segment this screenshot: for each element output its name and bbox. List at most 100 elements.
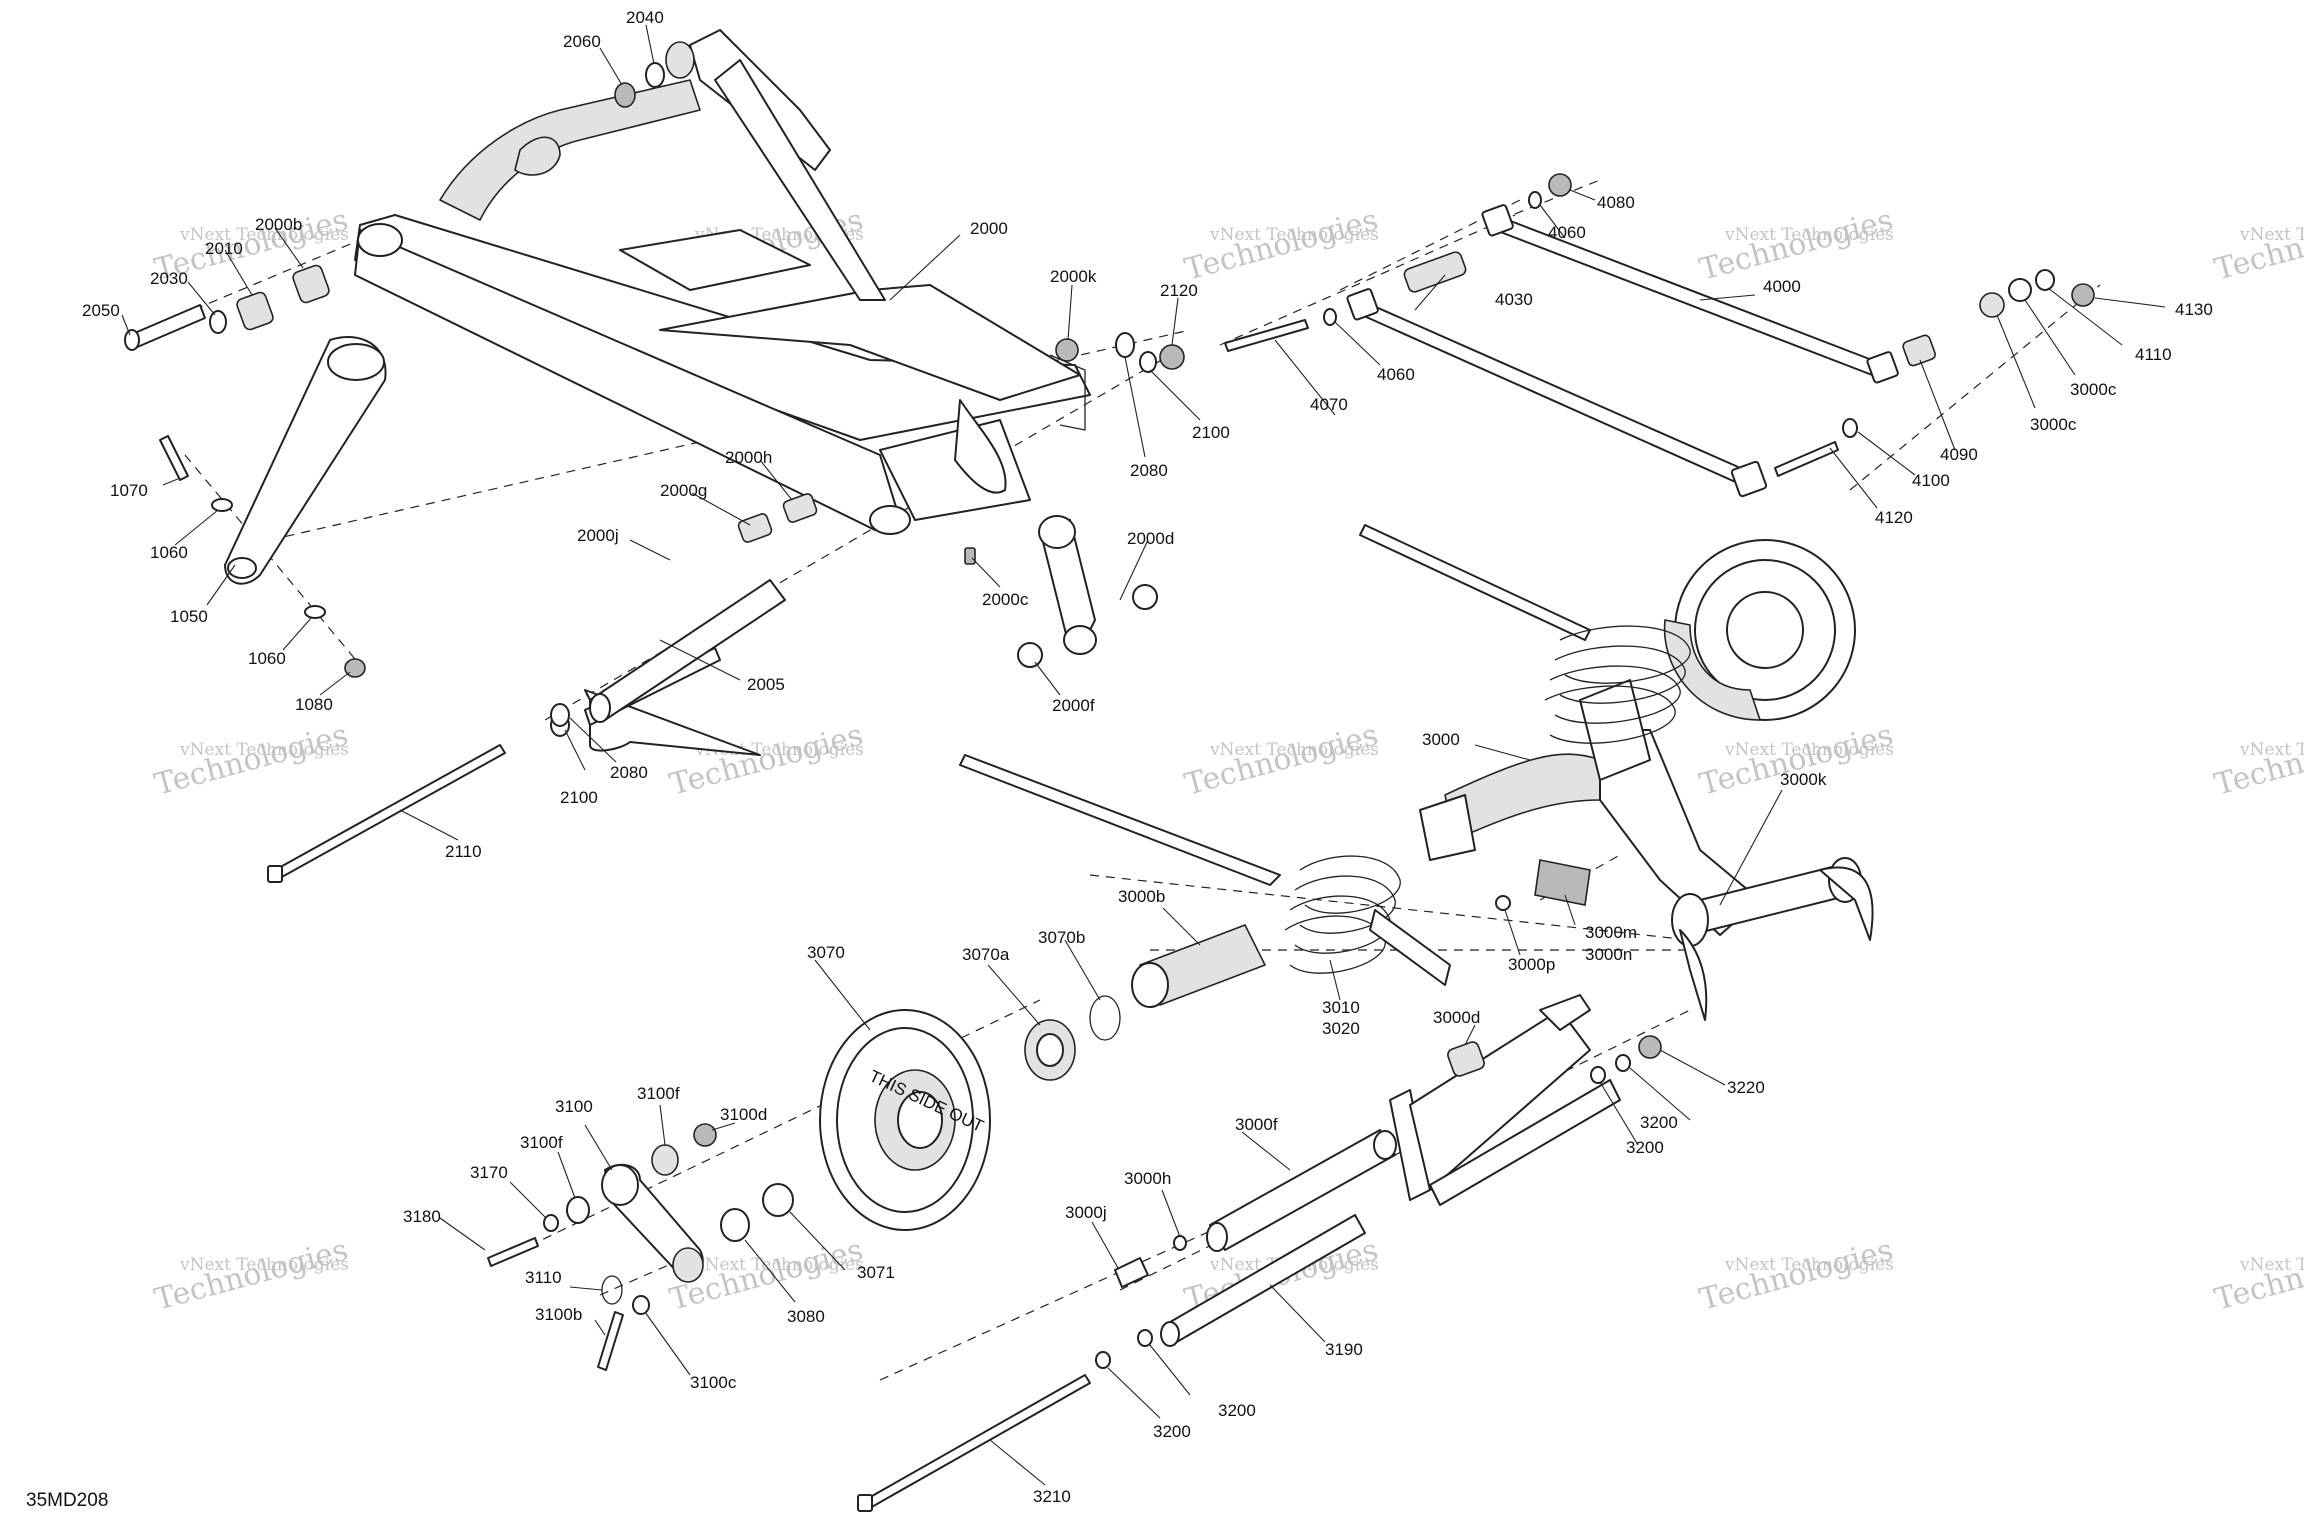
label-3000k: 3000k (1780, 770, 1827, 789)
label-4060: 4060 (1548, 223, 1586, 242)
watermark-line: vNext Technologies (179, 225, 349, 245)
washer-4060 (1323, 308, 1337, 326)
sensor-3000m (1534, 859, 1591, 906)
hardware-upper-left (124, 62, 1185, 373)
washer-1060 (211, 498, 233, 512)
watermark-line: Technologies (1696, 718, 1897, 803)
sleeve-3000b (1131, 924, 1266, 1008)
washer-3170 (543, 1214, 559, 1232)
label-1060: 1060 (150, 543, 188, 562)
washer-3000p (1495, 895, 1511, 911)
washer-4110 (2035, 269, 2055, 291)
label-4120: 4120 (1875, 508, 1913, 527)
rear-link-rods (1224, 173, 2095, 498)
label-3000n: 3000n (1585, 945, 1632, 964)
bushing-3100f (651, 1144, 679, 1176)
watermark-line: Technologies (1181, 718, 1382, 803)
bushing-3000d (1447, 1041, 1485, 1077)
nut-2060 (614, 82, 636, 108)
watermark-line: vNext Technologies (1209, 740, 1379, 760)
label-2000h: 2000h (725, 448, 772, 467)
label-3000d: 3000d (1433, 1008, 1480, 1027)
label-4090: 4090 (1940, 445, 1978, 464)
bushing-2000b (292, 264, 330, 304)
bushing-2010 (236, 291, 274, 331)
spacer-3071 (762, 1183, 794, 1217)
label-3000p: 3000p (1508, 955, 1555, 974)
watermark: vNext Technologies Technologies (1696, 203, 1897, 288)
label-3000c: 3000c (2030, 415, 2077, 434)
label-2005: 2005 (747, 675, 785, 694)
label-3200-d: 3200 (1153, 1422, 1191, 1441)
label-4130: 4130 (2175, 300, 2213, 319)
label-3000f: 3000f (1235, 1115, 1278, 1134)
label-3071: 3071 (857, 1263, 895, 1282)
rod-4000-lower (1354, 299, 1746, 485)
label-3190: 3190 (1325, 1340, 1363, 1359)
watermark-line: Technologies (1181, 203, 1382, 288)
nut-2000k (1055, 338, 1079, 362)
ring-3080 (720, 1208, 750, 1242)
label-2000: 2000 (970, 219, 1008, 238)
washer-2030 (209, 310, 227, 334)
nut-3100d (693, 1123, 717, 1147)
label-2110: 2110 (445, 842, 482, 861)
label-3100b: 3100b (535, 1305, 582, 1324)
label-2100-lower: 2100 (560, 788, 598, 807)
label-3070b: 3070b (1038, 928, 1085, 947)
label-3100f-b: 3100f (520, 1133, 563, 1152)
watermark-line: vNext Technologies (1724, 740, 1894, 760)
label-2000f: 2000f (1052, 696, 1095, 715)
label-2000g: 2000g (660, 481, 707, 500)
label-2030: 2030 (150, 269, 188, 288)
washer-2080 (1115, 332, 1135, 358)
bolt-3000j (1114, 1257, 1149, 1288)
bushing-2000g (737, 513, 773, 543)
watermark-line: vNext Technologies (694, 1255, 864, 1275)
label-2000k: 2000k (1050, 267, 1097, 286)
washer-3100c (632, 1295, 650, 1315)
bolt-4070 (1224, 319, 1309, 352)
bushing-3100f-b (566, 1196, 590, 1224)
label-3200: 3200 (1640, 1113, 1678, 1132)
bushing-3000c-b (2008, 278, 2032, 302)
circlip-3070b (1089, 995, 1121, 1041)
label-2060: 2060 (563, 32, 601, 51)
label-4100: 4100 (1912, 471, 1950, 490)
label-2000j: 2000j (577, 526, 619, 545)
grease-fitting-2000c (964, 547, 976, 565)
label-3210: 3210 (1033, 1487, 1071, 1506)
nut-4080 (1548, 173, 1572, 197)
watermark-line: vNext Technologies (1724, 1255, 1894, 1275)
spacer-4090 (1902, 334, 1936, 367)
label-3100: 3100 (555, 1097, 593, 1116)
nut-2120 (1159, 344, 1185, 370)
bolt-1070 (159, 435, 189, 481)
watermark-line: vNext Technologies (179, 1255, 349, 1275)
part-labels: 2050 2030 2010 2000b 2060 2040 2000 2000… (82, 8, 2213, 1506)
washer-4060-upper (1528, 191, 1542, 209)
bushing-2000d (1132, 584, 1158, 610)
bushing-3000c (1979, 292, 2005, 318)
washer-3200 (1095, 1351, 1111, 1369)
label-2100: 2100 (1192, 423, 1230, 442)
watermark: vNext Technologies Technologies (1696, 718, 1897, 803)
label-3010: 3010 (1322, 998, 1360, 1017)
label-4000: 4000 (1763, 277, 1801, 296)
label-1070: 1070 (110, 481, 148, 500)
watermark-line: vNext Technologies (179, 740, 349, 760)
label-4070: 4070 (1310, 395, 1348, 414)
watermark-line: Technologies (1696, 203, 1897, 288)
leader-lines (121, 24, 2166, 1486)
label-2010: 2010 (205, 239, 243, 258)
washer-3000h (1173, 1235, 1187, 1251)
label-4030: 4030 (1495, 290, 1533, 309)
spring-3010 (1284, 625, 1691, 986)
washer-3200-d (1615, 1054, 1631, 1072)
label-3020: 3020 (1322, 1019, 1360, 1038)
spacer-4030 (1403, 251, 1467, 293)
watermark: vNext Technologies Technologies (2211, 203, 2304, 288)
nut-4130 (2071, 283, 2095, 307)
watermark: vNext Technologies Technologies (151, 1233, 352, 1318)
